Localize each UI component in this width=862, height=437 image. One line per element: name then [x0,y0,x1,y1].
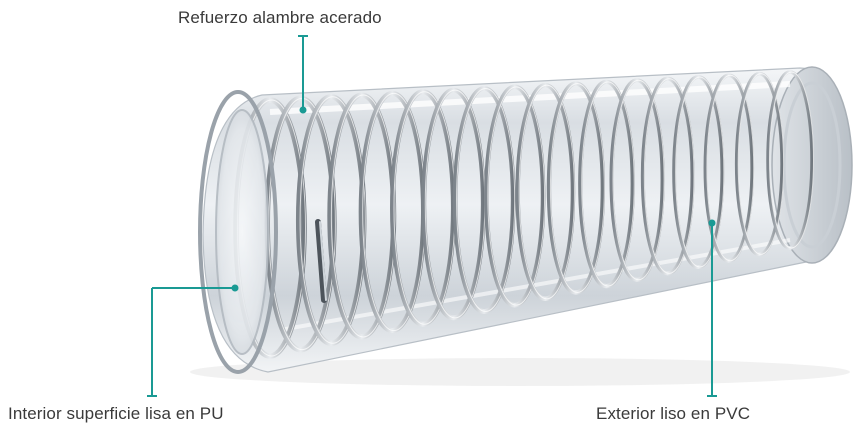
interior-surface-label: Interior superficie lisa en PU [8,404,224,423]
wire-ring-highlight [737,73,785,255]
callout-exterior [707,219,717,397]
wire-ring-highlight [675,76,725,268]
wire-ring-highlight [456,87,516,313]
wire-ring-highlight [706,74,755,262]
tube-mouth-inner [215,109,269,355]
wire-ring-highlight [769,71,814,249]
wire-ring-highlight [612,79,665,281]
callout-reinforcement [298,35,308,114]
reinforcement-label: Refuerzo alambre acerado [178,8,382,27]
wire-ring-highlight [581,81,635,287]
wire-ring-highlight [299,96,366,344]
wire-ring-highlight [518,84,575,300]
wire-ring-highlight [643,78,695,274]
callout-interior [147,284,239,397]
tube-mouth-outer [198,90,278,374]
hose-shadow [190,358,850,386]
wire-ring-highlight [487,86,546,306]
exterior-surface-label: Exterior liso en PVC [596,404,751,423]
wire-ring-highlight [549,83,605,293]
wire-end [315,219,327,303]
wire-ring-highlight [330,94,396,338]
